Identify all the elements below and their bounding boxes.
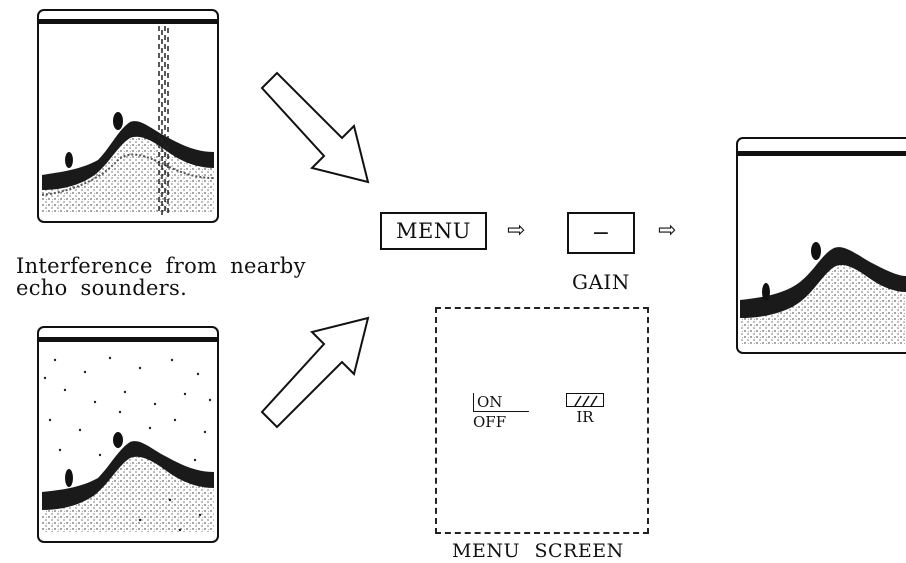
caption-line-1: Interference from nearby	[16, 254, 306, 278]
ir-control[interactable]: IR	[566, 393, 604, 426]
interference-screen-top	[37, 9, 219, 223]
menu-button-label: MENU	[396, 219, 471, 243]
gain-minus-label: −	[591, 220, 611, 246]
menu-button[interactable]: MENU	[380, 212, 487, 250]
interference-screen-bottom	[37, 326, 219, 543]
clean-result-screen	[736, 137, 906, 354]
hatched-box-icon	[566, 393, 604, 407]
arrow-right-icon: ⇨	[658, 218, 677, 243]
menu-screen-title: MENU SCREEN	[452, 540, 624, 562]
interference-caption: Interference from nearby echo sounders.	[16, 255, 356, 299]
menu-screen-panel	[435, 307, 649, 534]
off-label: OFF	[473, 411, 529, 431]
caption-line-2: echo sounders.	[16, 276, 188, 300]
arrow-down-right-icon	[260, 71, 370, 184]
gain-minus-button[interactable]: −	[567, 212, 635, 254]
ir-label: IR	[576, 408, 594, 426]
arrow-right-icon: ⇨	[507, 218, 526, 243]
on-off-toggle[interactable]: ON OFF	[473, 393, 529, 431]
arrow-up-right-icon	[260, 316, 370, 429]
on-label: ON	[473, 393, 529, 411]
gain-label: GAIN	[572, 270, 630, 294]
